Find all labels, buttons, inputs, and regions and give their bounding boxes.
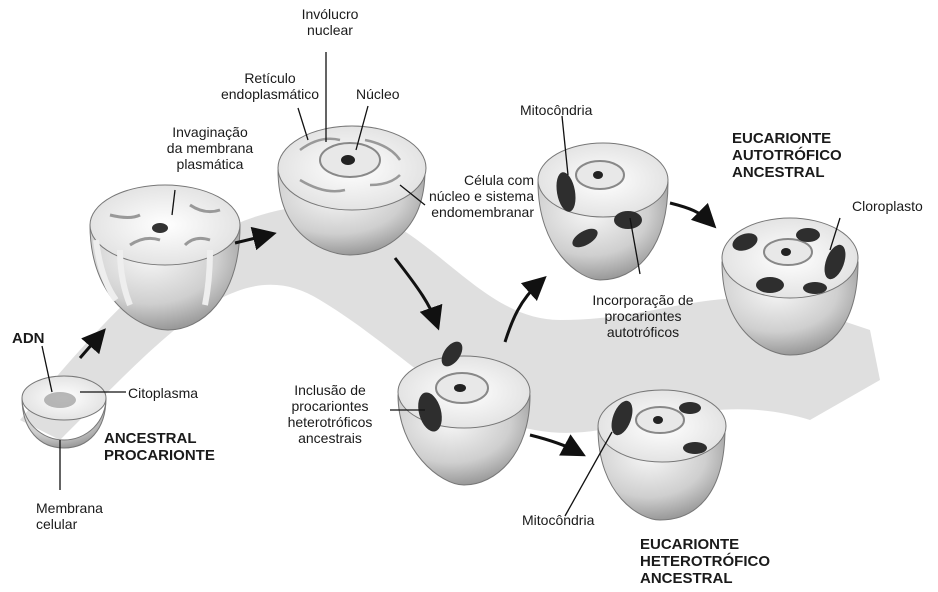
label-invaginacao: Invaginação da membrana plasmática	[150, 124, 270, 172]
label-involucro-nuclear: Invólucro nuclear	[290, 6, 370, 38]
label-mitocondria-bottom: Mitocôndria	[522, 512, 594, 528]
label-line: ANCESTRAL	[104, 430, 215, 447]
label-line: autotróficos	[578, 324, 708, 340]
label-line: Retículo	[210, 70, 330, 86]
label-line: heterotróficos	[270, 414, 390, 430]
label-line: ANCESTRAL	[640, 570, 770, 587]
label-line: plasmática	[150, 156, 270, 172]
label-line: AUTOTRÓFICO	[732, 147, 842, 164]
label-celula-nucleo: Célula com núcleo e sistema endomembrana…	[404, 172, 534, 220]
label-line: endoplasmático	[210, 86, 330, 102]
label-line: Célula com	[404, 172, 534, 188]
label-line: ANCESTRAL	[732, 164, 842, 181]
label-line: EUCARIONTE	[732, 130, 842, 147]
mitochondria-cell	[538, 143, 668, 280]
label-line: Incorporação de	[578, 292, 708, 308]
label-line: procariontes	[578, 308, 708, 324]
label-line: ancestrais	[270, 430, 390, 446]
label-nucleo: Núcleo	[356, 86, 400, 102]
label-eucarionte-heterotrofico: EUCARIONTE HETEROTRÓFICO ANCESTRAL	[640, 536, 770, 587]
label-line: Invólucro	[290, 6, 370, 22]
label-mitocondria-top: Mitocôndria	[520, 102, 592, 118]
label-membrana-celular: Membrana celular	[36, 500, 103, 532]
label-citoplasma: Citoplasma	[128, 385, 198, 401]
label-line: endomembranar	[404, 204, 534, 220]
label-line: Invaginação	[150, 124, 270, 140]
label-cloroplasto: Cloroplasto	[852, 198, 923, 214]
label-inclusao: Inclusão de procariontes heterotróficos …	[270, 382, 390, 446]
label-line: PROCARIONTE	[104, 447, 215, 464]
label-line: núcleo e sistema	[404, 188, 534, 204]
label-line: Inclusão de	[270, 382, 390, 398]
label-eucarionte-autotrofico: EUCARIONTE AUTOTRÓFICO ANCESTRAL	[732, 130, 842, 181]
label-line: EUCARIONTE	[640, 536, 770, 553]
label-ancestral-procarionte: ANCESTRAL PROCARIONTE	[104, 430, 215, 464]
label-line: da membrana	[150, 140, 270, 156]
label-line: nuclear	[290, 22, 370, 38]
prokaryote-cell	[22, 376, 106, 448]
invagination-cell	[90, 185, 240, 330]
heterotroph-eukaryote-cell	[598, 390, 726, 520]
label-adn: ADN	[12, 330, 45, 347]
label-line: celular	[36, 516, 103, 532]
label-line: Membrana	[36, 500, 103, 516]
label-line: HETEROTRÓFICO	[640, 553, 770, 570]
label-reticulo: Retículo endoplasmático	[210, 70, 330, 102]
label-incorporacao: Incorporação de procariontes autotrófico…	[578, 292, 708, 340]
label-line: procariontes	[270, 398, 390, 414]
